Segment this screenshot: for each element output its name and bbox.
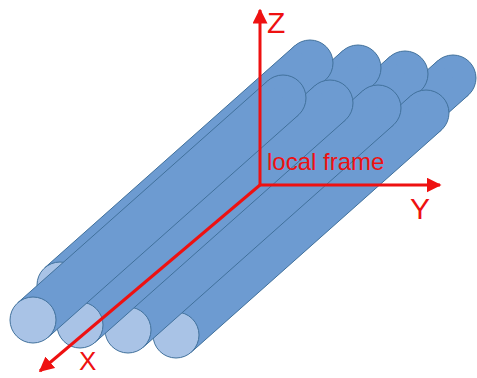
y-axis	[260, 184, 440, 187]
cylinder	[10, 75, 306, 343]
axes	[40, 10, 440, 371]
frame-label: local frame	[267, 150, 384, 174]
x-axis	[40, 185, 260, 371]
z-axis	[259, 10, 262, 185]
cylinder-end	[10, 297, 56, 343]
axis-label: Y	[410, 194, 430, 224]
cylinder-body	[65, 86, 346, 342]
axis-label: Z	[267, 8, 285, 38]
cylinder-edge	[18, 81, 268, 303]
cylinder-body	[18, 81, 299, 337]
cylinder	[57, 80, 353, 348]
axis-label: X	[79, 348, 96, 374]
